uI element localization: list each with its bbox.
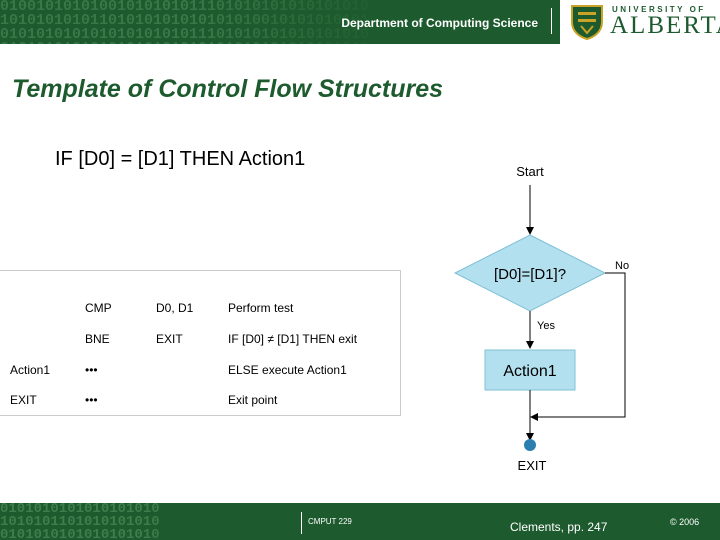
course-code: CMPUT 229 xyxy=(308,517,352,526)
listing-op: CMP xyxy=(85,301,112,315)
department-name: Department of Computing Science xyxy=(341,16,538,30)
exit-node xyxy=(524,439,536,451)
exit-label: EXIT xyxy=(518,458,547,473)
listing-comment: ELSE execute Action1 xyxy=(228,363,347,377)
arrow-no-branch xyxy=(530,272,626,421)
listing-comment: Perform test xyxy=(228,301,294,315)
binary-pattern: 0101010101010101010 1010101101010101010 … xyxy=(0,503,160,540)
listing-op: BNE xyxy=(85,332,110,346)
footer-bar: 0101010101010101010 1010101101010101010 … xyxy=(0,503,720,540)
listing-label: EXIT xyxy=(10,393,37,407)
listing-operand: D0, D1 xyxy=(156,301,194,315)
listing-op: ••• xyxy=(85,393,98,407)
assembly-listing: CMP D0, D1 Perform test BNE EXIT IF [D0]… xyxy=(0,270,401,416)
university-name: ALBERTA xyxy=(610,12,720,39)
header-divider xyxy=(551,8,552,34)
listing-label: Action1 xyxy=(10,363,51,377)
listing-operand: EXIT xyxy=(156,332,183,346)
listing-comment: Exit point xyxy=(228,393,278,407)
footer-divider xyxy=(301,512,302,534)
start-label: Start xyxy=(516,164,544,179)
yes-label: Yes xyxy=(537,320,555,332)
copyright-text: © 2006 xyxy=(670,517,700,527)
listing-op: ••• xyxy=(85,363,98,377)
listing-comment: IF [D0] ≠ [D1] THEN exit xyxy=(228,332,358,346)
action-label: Action1 xyxy=(503,363,556,380)
flowchart: Start [D0]=[D1]? No Yes Action1 EXIT xyxy=(453,164,629,473)
slide-title: Template of Control Flow Structures xyxy=(12,75,444,103)
crest-icon xyxy=(571,5,603,40)
reference-text: Clements, pp. 247 xyxy=(510,520,608,534)
decision-label: [D0]=[D1]? xyxy=(494,266,566,283)
pseudocode-line: IF [D0] = [D1] THEN Action1 xyxy=(55,148,306,170)
no-label: No xyxy=(615,260,629,272)
university-small-text: UNIVERSITY OF xyxy=(612,5,706,14)
